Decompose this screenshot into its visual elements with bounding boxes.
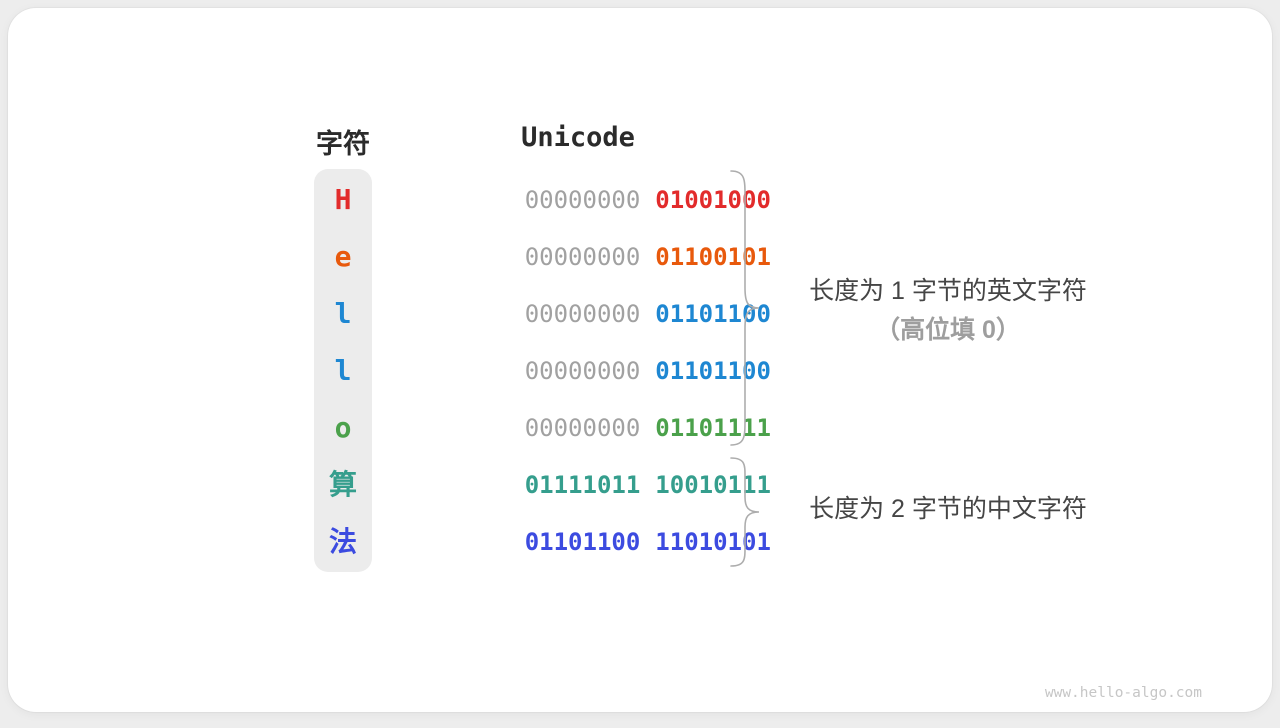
high-byte: 00000000	[524, 299, 641, 328]
high-byte: 01101100	[524, 527, 641, 556]
high-byte: 01111011	[524, 470, 641, 499]
encoding-row: 算 01111011 10010111	[8, 456, 1280, 513]
low-byte: 01101100	[655, 299, 771, 328]
diagram-card: 字符 Unicode H 00000000 01001000 e 00000000…	[8, 8, 1272, 712]
grouping-braces	[730, 170, 760, 567]
character-cell: l	[334, 353, 352, 387]
brace-chinese-group	[730, 457, 760, 567]
character-cell: o	[334, 410, 352, 444]
low-byte: 01101100	[655, 356, 771, 385]
binary-cell: 00000000 01101100	[438, 278, 771, 350]
annotation-chinese-line1: 长度为 2 字节的中文字符	[809, 495, 1087, 523]
column-header-unicode: Unicode	[521, 122, 635, 153]
char-column-background	[314, 169, 372, 572]
binary-cell: 00000000 01100101	[438, 221, 771, 293]
low-byte: 10010111	[655, 470, 771, 499]
annotation-chinese: 长度为 2 字节的中文字符	[790, 490, 1106, 529]
encoding-row: 法 01101100 11010101	[8, 513, 1280, 570]
low-byte: 01101111	[655, 413, 771, 442]
annotation-ascii: 长度为 1 字节的英文字符 （高位填 0）	[790, 272, 1106, 350]
high-byte: 00000000	[524, 356, 641, 385]
character-cell: e	[334, 239, 352, 273]
watermark: www.hello-algo.com	[1044, 685, 1202, 701]
encoding-row: H 00000000 01001000	[8, 171, 1280, 228]
binary-cell: 01111011 10010111	[438, 449, 771, 521]
encoding-row: l 00000000 01101100	[8, 342, 1280, 399]
high-byte: 00000000	[524, 413, 641, 442]
encoding-row: o 00000000 01101111	[8, 399, 1280, 456]
character-cell: 法	[328, 524, 357, 558]
binary-cell: 00000000 01001000	[438, 164, 771, 236]
encoding-row: e 00000000 01100101	[8, 228, 1280, 285]
character-cell: H	[334, 182, 352, 216]
binary-cell: 01101100 11010101	[438, 506, 771, 578]
encoding-row: l 00000000 01101100	[8, 285, 1280, 342]
low-byte: 11010101	[655, 527, 771, 556]
low-byte: 01001000	[655, 185, 771, 214]
high-byte: 00000000	[524, 185, 641, 214]
character-cell: l	[334, 296, 352, 330]
rows: H 00000000 01001000 e 00000000 01100101 l …	[8, 171, 1280, 570]
brace-ascii-group	[730, 170, 760, 446]
annotation-ascii-line2: （高位填 0）	[875, 316, 1021, 344]
binary-cell: 00000000 01101111	[438, 392, 771, 464]
high-byte: 00000000	[524, 242, 641, 271]
annotation-ascii-line1: 长度为 1 字节的英文字符	[809, 277, 1087, 305]
character-cell: 算	[328, 467, 357, 501]
low-byte: 01100101	[655, 242, 771, 271]
binary-cell: 00000000 01101100	[438, 335, 771, 407]
column-header-char: 字符	[316, 129, 370, 159]
